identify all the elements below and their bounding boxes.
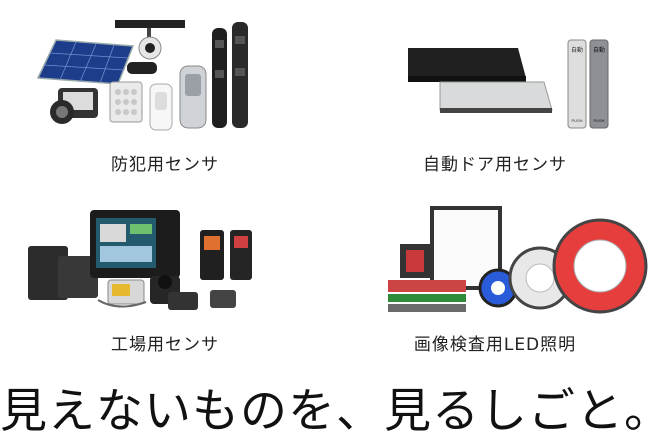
door-sensor-products-image: 自動 PUSH 自動 PUSH	[408, 39, 609, 129]
svg-text:自動: 自動	[593, 46, 605, 54]
category-security-sensors[interactable]: 防犯用センサ	[0, 0, 330, 175]
svg-text:PUSH: PUSH	[571, 118, 582, 123]
svg-text:自動: 自動	[571, 46, 583, 54]
category-label: 自動ドア用センサ	[423, 155, 567, 175]
category-label: 工場用センサ	[111, 335, 219, 355]
security-sensor-products-image	[36, 20, 248, 131]
category-label: 画像検査用LED照明	[413, 335, 577, 355]
category-image-inspection-led-lighting[interactable]: 画像検査用LED照明	[330, 180, 660, 355]
factory-sensor-products-image	[28, 210, 252, 310]
led-lighting-products-image	[388, 206, 648, 314]
silver-door-sensor	[439, 81, 553, 113]
category-automatic-door-sensors[interactable]: 自動 PUSH 自動 PUSH 自動ドア用センサ	[330, 0, 660, 175]
black-door-sensor	[408, 48, 526, 82]
floodlight	[50, 88, 98, 124]
solar-panel	[36, 39, 135, 85]
camera-light	[115, 20, 185, 74]
category-label: 防犯用センサ	[111, 155, 219, 175]
door-switch-right: 自動 PUSH	[589, 39, 609, 129]
category-factory-sensors[interactable]: 工場用センサ	[0, 180, 330, 355]
tagline: 見えないものを、見るしごと。	[0, 384, 660, 439]
door-switch-left: 自動 PUSH	[567, 39, 587, 129]
svg-text:PUSH: PUSH	[593, 118, 604, 123]
